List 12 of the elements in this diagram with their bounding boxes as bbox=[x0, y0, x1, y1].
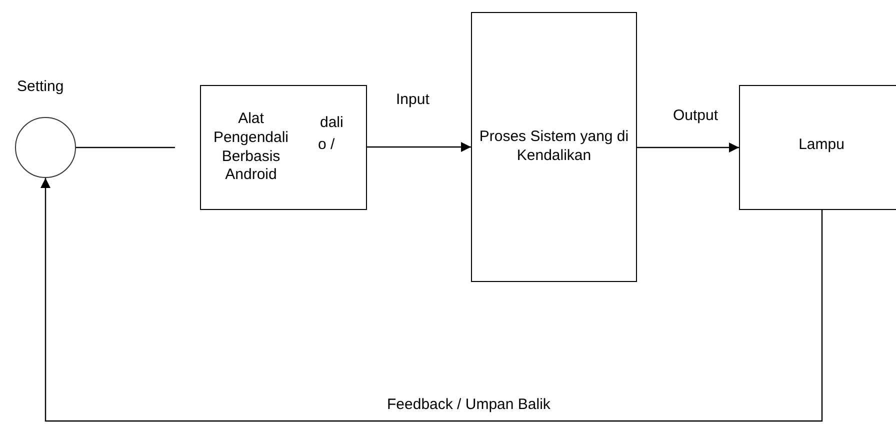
node-caption: Setting bbox=[17, 78, 64, 95]
edge-label: Output bbox=[671, 106, 720, 124]
process-box bbox=[471, 12, 637, 282]
partial-text: dali bbox=[320, 114, 344, 131]
edge-label: Input bbox=[394, 91, 432, 108]
partial-text: o / bbox=[318, 136, 335, 153]
edge-label: Feedback / Umpan Balik bbox=[385, 396, 552, 413]
process-box bbox=[739, 85, 896, 210]
connector-arrow bbox=[637, 142, 739, 152]
connector-arrow bbox=[367, 142, 471, 152]
connector-arrow bbox=[40, 178, 823, 422]
process-box bbox=[200, 85, 367, 210]
